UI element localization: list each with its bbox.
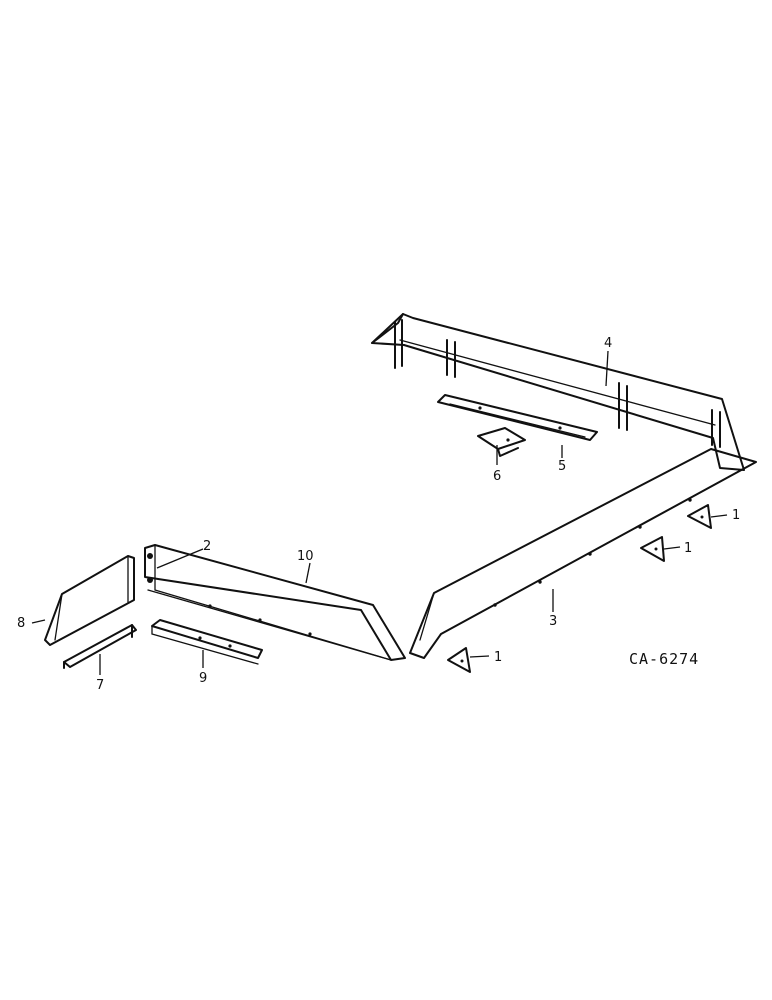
callout-2: 2 [203, 539, 211, 554]
part-5-plate [437, 394, 598, 441]
callout-6: 6 [493, 469, 501, 484]
part-3-side-board [409, 448, 757, 659]
part-8-end-board [44, 555, 135, 646]
callout-4: 4 [604, 336, 612, 351]
part-1-gusset-middle [640, 536, 665, 562]
callout-8: 8 [17, 616, 25, 631]
part-10-board [144, 544, 406, 661]
part-9-channel-bar [151, 619, 263, 665]
leader-lines [31, 350, 728, 675]
callout-1-lower: 1 [494, 650, 502, 665]
callout-labels: 1 1 1 2 3 4 5 6 7 8 9 10 [17, 336, 740, 693]
callout-10: 10 [297, 549, 314, 564]
callout-1-upper: 1 [732, 508, 740, 523]
callout-5: 5 [558, 459, 566, 474]
part-1-gusset-lower [447, 647, 471, 673]
callout-3: 3 [549, 614, 557, 629]
part-7-angle-bar [63, 624, 137, 669]
drawing-code: CA-6274 [629, 650, 699, 668]
part-1-gusset-upper [687, 504, 712, 529]
part-4-rear-board [371, 313, 745, 471]
callout-9: 9 [199, 671, 207, 686]
callout-1-middle: 1 [684, 541, 692, 556]
part-6-bracket [477, 427, 526, 457]
callout-7: 7 [96, 678, 104, 693]
